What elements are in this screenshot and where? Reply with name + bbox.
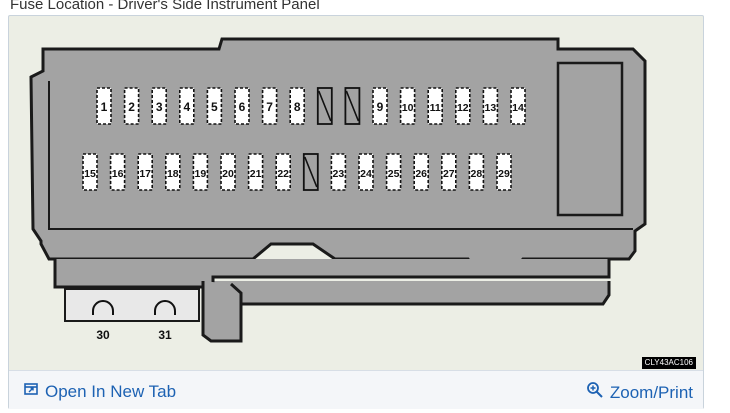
blank-fuse-mark <box>318 90 332 122</box>
fuse-slot <box>109 153 126 191</box>
bottom-fuse-number: 31 <box>158 328 172 342</box>
fuse-slot <box>96 87 112 125</box>
open-in-new-tab-link[interactable]: Open In New Tab <box>23 381 176 402</box>
fuse-number: 6 <box>239 100 246 114</box>
zoom-print-label: Zoom/Print <box>609 382 693 402</box>
relay-panel <box>556 61 624 217</box>
bottom-fuse-block <box>64 288 200 322</box>
fuse-slot <box>206 87 223 125</box>
fuse-slot <box>440 153 457 191</box>
fuse-box-inner-edge <box>48 81 633 230</box>
fuse-number: 20 <box>222 168 234 180</box>
fuse-slot <box>220 153 236 191</box>
fuse-slot <box>454 87 471 125</box>
fuse-slot <box>82 153 98 191</box>
fuse-slot <box>192 153 209 191</box>
fuse-number: 1 <box>101 100 108 114</box>
fuse-number: 26 <box>415 168 427 180</box>
open-new-tab-icon <box>23 381 39 402</box>
fuse-number: 28 <box>471 168 483 180</box>
fuse-slot <box>289 87 306 125</box>
bottom-fuse-number: 30 <box>96 328 110 342</box>
bottom-fuse-shape <box>92 300 114 315</box>
fuse-slot <box>247 153 264 191</box>
fuse-number: 23 <box>333 168 345 180</box>
zoom-in-icon <box>586 381 604 404</box>
fuse-box-connector <box>211 281 611 306</box>
fuse-number: 22 <box>277 168 289 180</box>
fuse-slot <box>496 153 512 191</box>
image-caption: Fuse Location - Driver's Side Instrument… <box>10 0 320 13</box>
fuse-number: 4 <box>183 100 190 114</box>
fuse-number: 13 <box>485 102 497 114</box>
fuse-slot <box>482 87 499 125</box>
fuse-box-tab <box>201 281 243 343</box>
fuse-slot <box>275 153 292 191</box>
fuse-number: 15 <box>84 168 96 180</box>
fuse-slot <box>137 153 153 191</box>
fuse-slot <box>358 153 374 191</box>
fuse-slot <box>413 153 430 191</box>
fuse-number: 21 <box>250 168 262 180</box>
open-in-new-tab-label: Open In New Tab <box>45 381 177 401</box>
fuse-slot <box>372 87 388 125</box>
fuse-number: 16 <box>112 168 124 180</box>
fuse-slot <box>165 153 181 191</box>
fuse-number: 18 <box>167 168 179 180</box>
zoom-print-link[interactable]: Zoom/Print <box>586 381 693 404</box>
fuse-slot <box>330 153 347 191</box>
fuse-number: 3 <box>156 100 163 114</box>
fuse-number: 27 <box>443 168 455 180</box>
fuse-slot <box>510 87 526 125</box>
fuse-number: 10 <box>402 102 414 114</box>
image-code-label: CLY43AC106 <box>641 357 696 369</box>
bottom-fuse-shape <box>154 300 176 315</box>
fuse-number: 9 <box>377 100 384 114</box>
blank-fuse-mark <box>304 156 318 188</box>
blank-fuse-mark <box>345 90 360 122</box>
fuse-number: 25 <box>388 168 400 180</box>
fuse-number: 29 <box>498 168 510 180</box>
fuse-number: 12 <box>457 102 469 114</box>
fuse-slot <box>123 87 140 125</box>
fuse-slot <box>261 87 278 125</box>
fuse-number: 17 <box>139 168 151 180</box>
fuse-number: 11 <box>430 102 441 114</box>
fuse-number: 24 <box>360 168 372 180</box>
fuse-number: 19 <box>195 168 207 180</box>
fuse-slot <box>234 87 250 125</box>
fuse-number: 8 <box>294 100 301 114</box>
fuse-number: 2 <box>128 100 135 114</box>
fuse-slot <box>468 153 485 191</box>
fuse-number: 5 <box>211 100 218 114</box>
image-toolbar: Open In New Tab Zoom/Print <box>9 370 703 409</box>
fuse-slot <box>427 87 444 125</box>
fuse-slot <box>385 153 402 191</box>
fuse-number: 7 <box>266 100 273 114</box>
fuse-slot <box>151 87 167 125</box>
fuse-slot <box>399 87 416 125</box>
fuse-slot <box>179 87 195 125</box>
fuse-number: 14 <box>512 102 524 114</box>
